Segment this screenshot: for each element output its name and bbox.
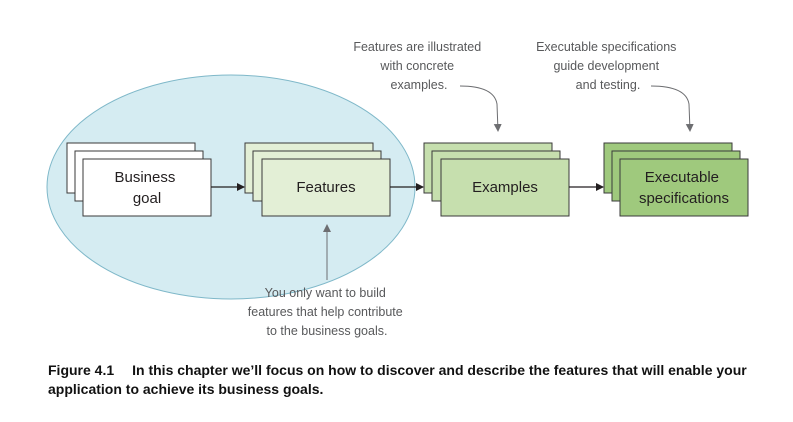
executable-specifications-node: Executable specifications <box>603 142 749 217</box>
feature-discovery-diagram: Business goal Features Examples Executab… <box>46 40 749 338</box>
note-build-features-line-2: features that help contribute <box>248 305 403 319</box>
note-executable-specs-guide: Executable specifications guide developm… <box>536 40 680 92</box>
examples-label: Examples <box>472 179 538 196</box>
note-executable-specs-guide-pointer <box>650 85 694 132</box>
note-executable-specs-guide-line-2: guide development <box>553 59 659 73</box>
executable-specifications-label-line-2: specifications <box>639 190 729 207</box>
note-build-features-line-3: to the business goals. <box>267 324 388 338</box>
features-node: Features <box>244 142 391 217</box>
business-goal-node: Business goal <box>66 142 212 217</box>
note-features-illustrated: Features are illustrated with concrete e… <box>353 40 484 92</box>
svg-text:Examples: Examples <box>472 179 538 196</box>
svg-text:Features: Features <box>296 179 355 196</box>
note-features-illustrated-line-2: with concrete <box>379 59 454 73</box>
note-build-features: You only want to build features that hel… <box>248 286 406 338</box>
figure-number: Figure 4.1 <box>48 362 115 378</box>
note-executable-specs-guide-line-3: and testing. <box>576 78 641 92</box>
note-features-illustrated-line-3: examples. <box>391 78 448 92</box>
note-features-illustrated-pointer <box>459 85 502 132</box>
note-features-illustrated-line-1: Features are illustrated <box>353 40 481 54</box>
svg-text:Executable specification: Executable specifications <box>639 169 729 207</box>
features-label: Features <box>296 179 355 196</box>
business-goal-label-line-1: Business <box>114 169 175 186</box>
examples-node: Examples <box>423 142 570 217</box>
note-build-features-line-1: You only want to build <box>265 286 386 300</box>
svg-text:Business goal: Business goal <box>114 169 179 207</box>
business-goal-label-line-2: goal <box>133 190 161 207</box>
note-executable-specs-guide-line-1: Executable specifications <box>536 40 676 54</box>
executable-specifications-label-line-1: Executable <box>645 169 719 186</box>
figure-caption-text: In this chapter we’ll focus on how to di… <box>48 362 747 397</box>
